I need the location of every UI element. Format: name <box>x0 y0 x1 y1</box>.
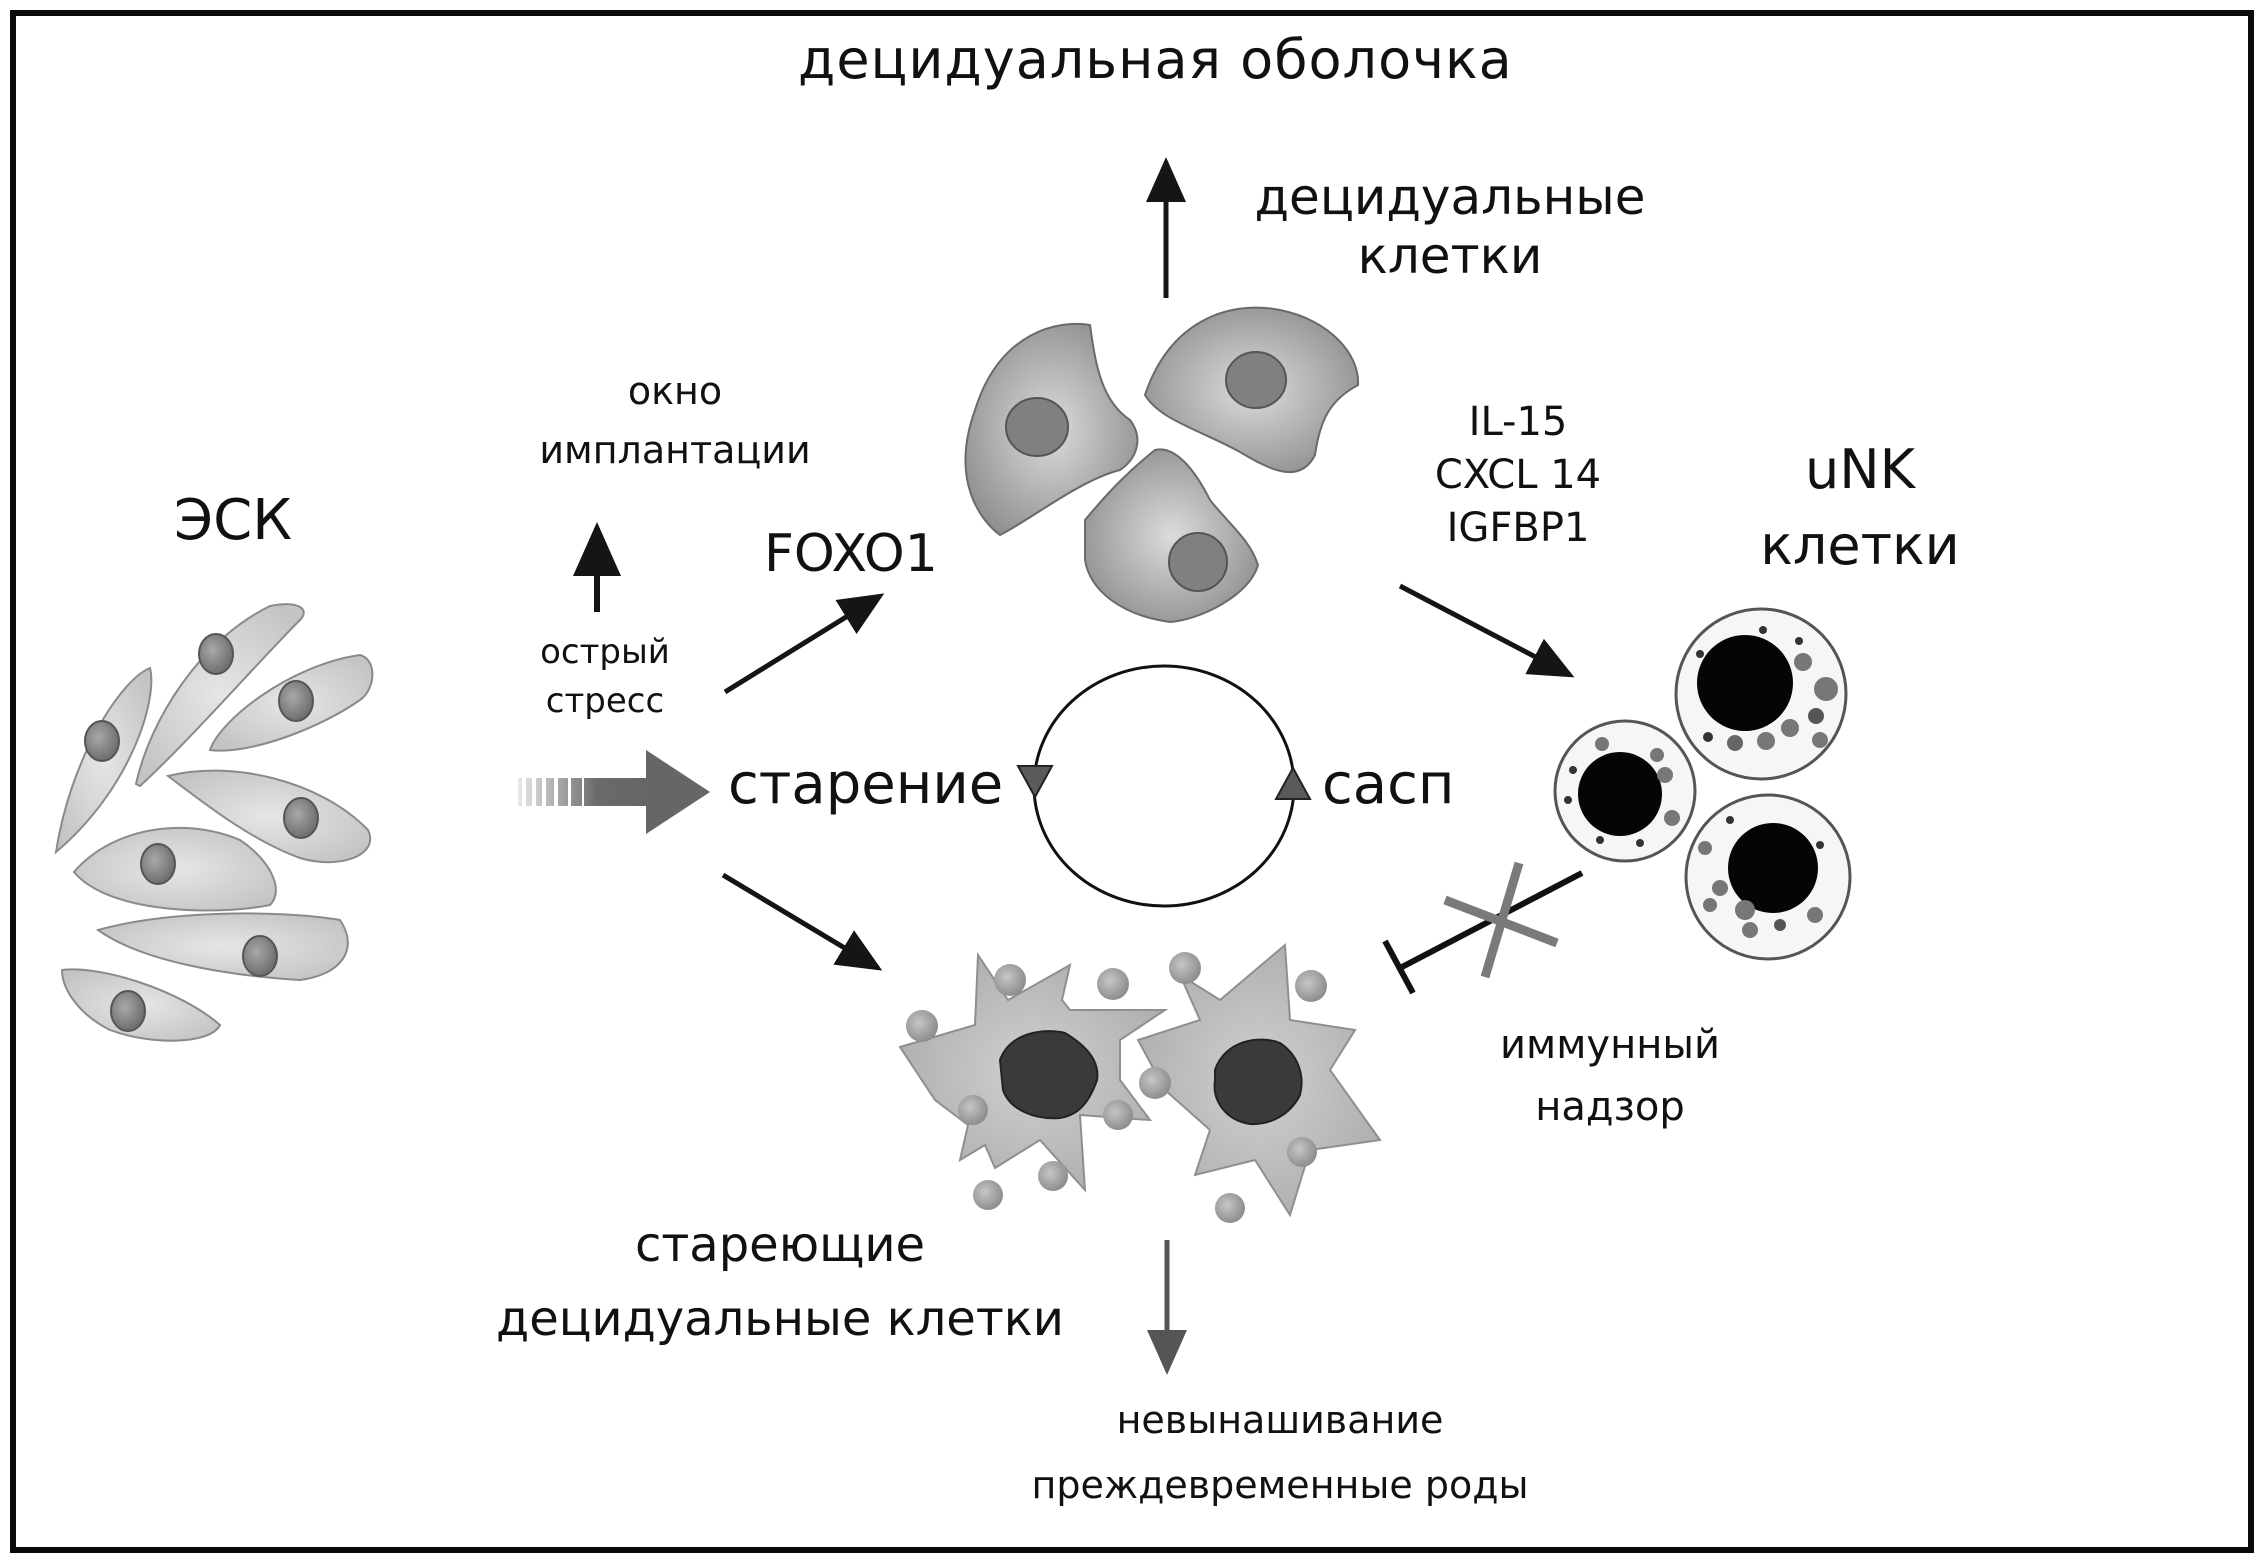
arrow-to-foxo1 <box>723 593 885 695</box>
label-acute-stress: острый стресс <box>500 628 710 727</box>
decidual-cell-cluster <box>964 306 1360 624</box>
unk-cell-cluster <box>1553 607 1852 961</box>
label-line: клетки <box>1357 227 1543 285</box>
label-line: децидуальные клетки <box>496 1291 1064 1348</box>
senescence-sasp-cycle <box>1016 664 1312 908</box>
stromal-cell <box>60 968 222 1042</box>
senescent-cell <box>898 951 1169 1193</box>
arrow-to-senescent-cells <box>721 872 883 971</box>
label-line: децидуальные <box>1254 168 1646 226</box>
thick-arrow-esc-to-senescence <box>518 750 710 834</box>
label-senescence: старение <box>728 752 1004 817</box>
stromal-cell <box>208 653 374 752</box>
esc-cell-cluster <box>54 603 374 1042</box>
senescent-cell-cluster <box>898 942 1382 1223</box>
arrow-decidual-to-unk <box>1398 583 1575 678</box>
label-line: окно <box>627 369 723 413</box>
unk-cell <box>1674 607 1848 781</box>
label-line: имплантации <box>539 427 811 472</box>
immune-surveillance-inhibition <box>1382 861 1584 995</box>
label-line: преждевременные роды <box>1031 1462 1529 1507</box>
label-line: стареющие <box>634 1217 926 1273</box>
stromal-cell <box>72 826 277 912</box>
stromal-cell <box>95 912 349 982</box>
decidual-cell <box>1084 448 1260 624</box>
decidual-cell <box>1143 306 1360 473</box>
label-line: IGFBP1 <box>1446 504 1590 551</box>
label-foxo1: FOXO1 <box>764 524 938 584</box>
label-line: uNK <box>1804 438 1916 501</box>
stromal-cell <box>134 603 305 788</box>
label-senescent-decidual-cells: стареющие децидуальные клетки <box>480 1208 1080 1357</box>
sasp-particles <box>906 952 1327 1223</box>
inhibition-bar <box>1382 939 1416 995</box>
label-outcome: невынашивание преждевременные роды <box>1000 1388 1560 1517</box>
label-implantation-window: окно имплантации <box>520 362 830 480</box>
diagram-title: децидуальная оболочка <box>798 28 1513 91</box>
figure-frame <box>10 10 2254 1553</box>
decidual-cell <box>964 322 1139 537</box>
cycle-arrowhead-down <box>1016 765 1054 800</box>
stromal-cell <box>54 666 153 855</box>
label-line: невынашивание <box>1116 1398 1444 1442</box>
label-immune-surveillance: иммунный надзор <box>1460 1014 1760 1138</box>
cross-mark-icon <box>1480 861 1524 979</box>
unk-cell <box>1684 793 1852 961</box>
label-line: IL-15 <box>1468 399 1568 445</box>
label-line: иммунный <box>1500 1022 1720 1068</box>
label-unk-cells: uNK клетки <box>1720 432 2000 583</box>
label-line: CXCL 14 <box>1434 451 1602 498</box>
senescent-cell <box>1136 942 1382 1218</box>
label-line: острый <box>540 632 670 672</box>
label-line: стресс <box>545 681 665 722</box>
label-sasp: сасп <box>1322 752 1455 817</box>
label-esc: ЭСК <box>174 488 292 553</box>
stromal-cell <box>165 769 372 864</box>
label-line: клетки <box>1760 513 1960 577</box>
unk-cell <box>1553 719 1697 863</box>
label-cytokines: IL-15 CXCL 14 IGFBP1 <box>1398 396 1638 554</box>
label-decidual-cells: децидуальные клетки <box>1240 168 1660 286</box>
cycle-arrowhead-up <box>1274 765 1312 800</box>
label-line: надзор <box>1535 1084 1685 1130</box>
